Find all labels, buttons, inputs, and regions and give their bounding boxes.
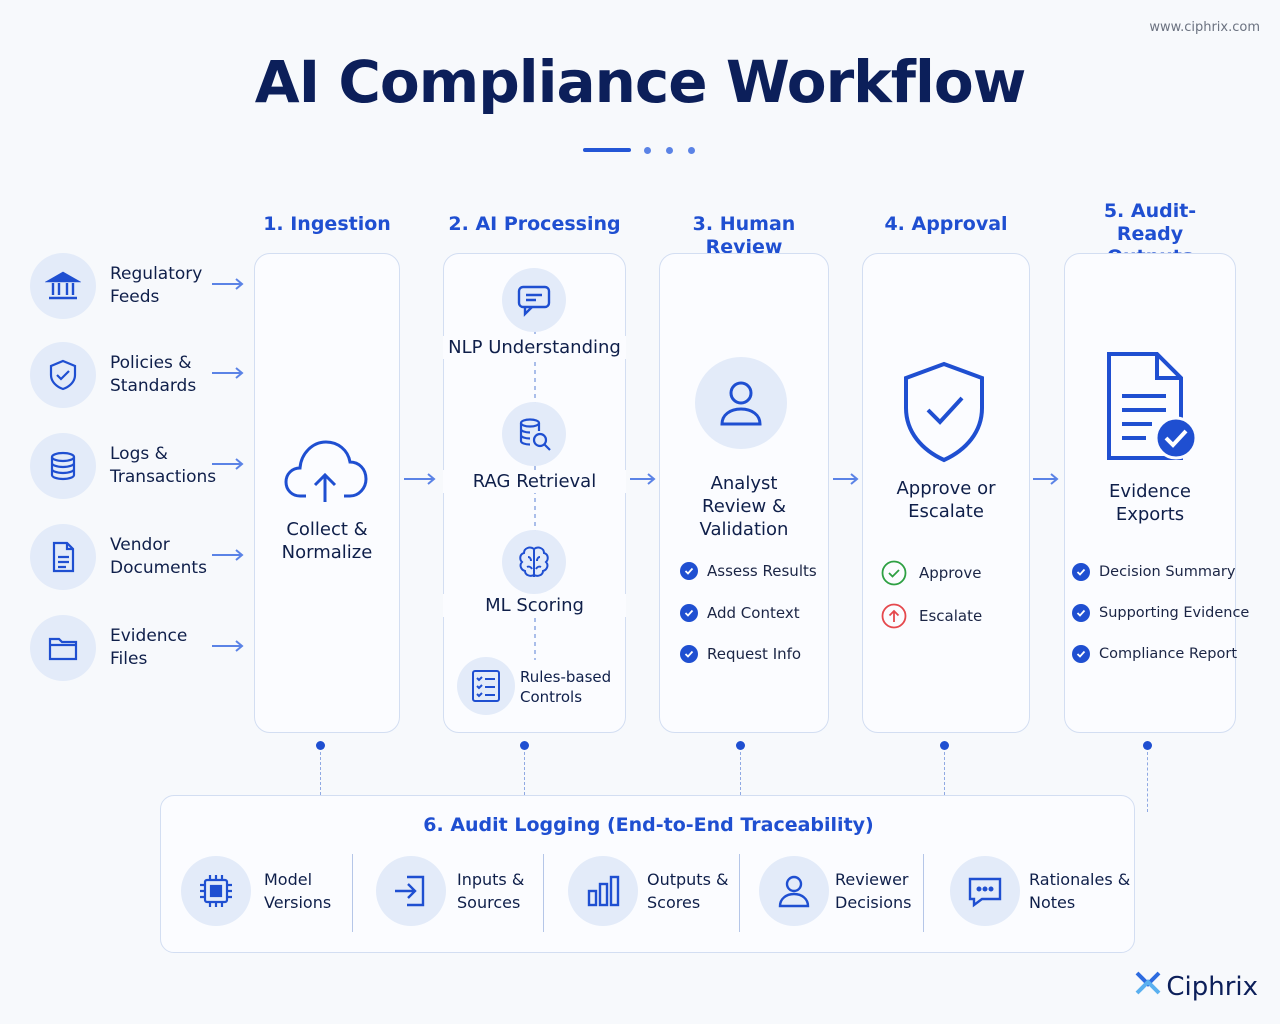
document-icon [30,524,96,590]
user-icon [759,856,829,926]
approve-option: Approve [881,560,981,586]
connector-dot [316,741,325,750]
nlp-understanding-label: NLP Understanding [443,336,626,359]
connector-dot [940,741,949,750]
stage-title-ingestion: 1. Ingestion [263,213,391,235]
bank-icon [30,253,96,319]
source-policies-standards: Policies & Standards [30,342,260,412]
arrow-up-circle-icon [881,603,907,629]
stage-title-human-review: 3. Human Review [692,213,796,258]
flow-arrow [833,473,859,485]
ingestion-label: Collect & Normalize [281,519,373,563]
check-item: Compliance Report [1072,645,1237,663]
ml-scoring-label: ML Scoring [443,594,626,617]
divider [352,854,353,932]
connector-dot [1143,741,1152,750]
rag-retrieval-label: RAG Retrieval [443,470,626,493]
source-label: Vendor Documents [110,535,207,578]
source-label: Logs & Transactions [110,444,217,487]
analyst-review-label: Analyst Review & Validation [699,473,789,540]
check-circle-icon [1072,645,1090,663]
chat-icon [502,268,566,332]
chat-dots-icon [950,856,1020,926]
stage-title-audit-ready-outputs: 5. Audit-Ready Outputs [1103,200,1197,268]
check-circle-icon [881,560,907,586]
divider [739,854,740,932]
rules-based-controls-label: Rules-based Controls [520,668,612,706]
check-circle-icon [1072,604,1090,622]
flow-arrow [1033,473,1059,485]
brand-name: Ciphrix [1166,971,1258,1002]
divider [543,854,544,932]
shield-check-icon [902,360,986,468]
stage-audit-outputs-panel [1064,253,1236,733]
title-divider [583,146,703,154]
stage-ingestion-panel [254,253,400,733]
connector-line [524,752,525,795]
check-item: Assess Results [680,562,817,580]
check-circle-icon [680,645,698,663]
check-item: Decision Summary [1072,563,1235,581]
flow-arrow [630,473,656,485]
source-evidence-files: Evidence Files [30,615,260,685]
folder-icon [30,615,96,681]
approve-escalate-label: Approve or Escalate [896,478,996,522]
checklist-icon [457,657,515,715]
audit-logging-title: 6. Audit Logging (End-to-End Traceabilit… [423,814,874,836]
check-item: Request Info [680,645,801,663]
escalate-option: Escalate [881,603,982,629]
database-search-icon [502,402,566,466]
source-label: Policies & Standards [110,353,197,396]
website-url: www.ciphrix.com [1149,20,1260,35]
audit-logging-panel: 6. Audit Logging (End-to-End Traceabilit… [160,795,1135,953]
stage-approval-panel [862,253,1030,733]
shield-check-icon [30,342,96,408]
connector-line [320,752,321,795]
connector-dot [520,741,529,750]
connector-dot [736,741,745,750]
source-label: Regulatory Feeds [110,264,203,307]
check-item: Supporting Evidence [1072,604,1249,622]
input-icon [376,856,446,926]
user-icon [695,357,787,449]
chip-icon [181,856,251,926]
connector-line [944,752,945,795]
stage-title-ai-processing: 2. AI Processing [448,213,621,235]
check-circle-icon [680,562,698,580]
flow-arrow [404,473,436,485]
divider [923,854,924,932]
page-title: AI Compliance Workflow [254,48,1027,116]
check-circle-icon [680,604,698,622]
brain-icon [502,530,566,594]
check-circle-icon [1072,563,1090,581]
connector-line [1147,752,1148,812]
stage-title-approval: 4. Approval [884,213,1008,235]
source-regulatory-feeds: Regulatory Feeds [30,253,260,323]
ciphrix-logo-icon [1134,969,1162,1004]
source-logs-transactions: Logs & Transactions [30,433,260,503]
document-check-icon [1104,350,1200,468]
bar-chart-icon [568,856,638,926]
evidence-exports-label: Evidence Exports [1109,481,1191,525]
database-icon [30,433,96,499]
brand-logo: Ciphrix [1134,969,1258,1004]
connector-line [740,752,741,795]
source-vendor-documents: Vendor Documents [30,524,260,594]
check-item: Add Context [680,604,800,622]
cloud-upload-icon [284,436,368,510]
source-label: Evidence Files [110,626,188,669]
